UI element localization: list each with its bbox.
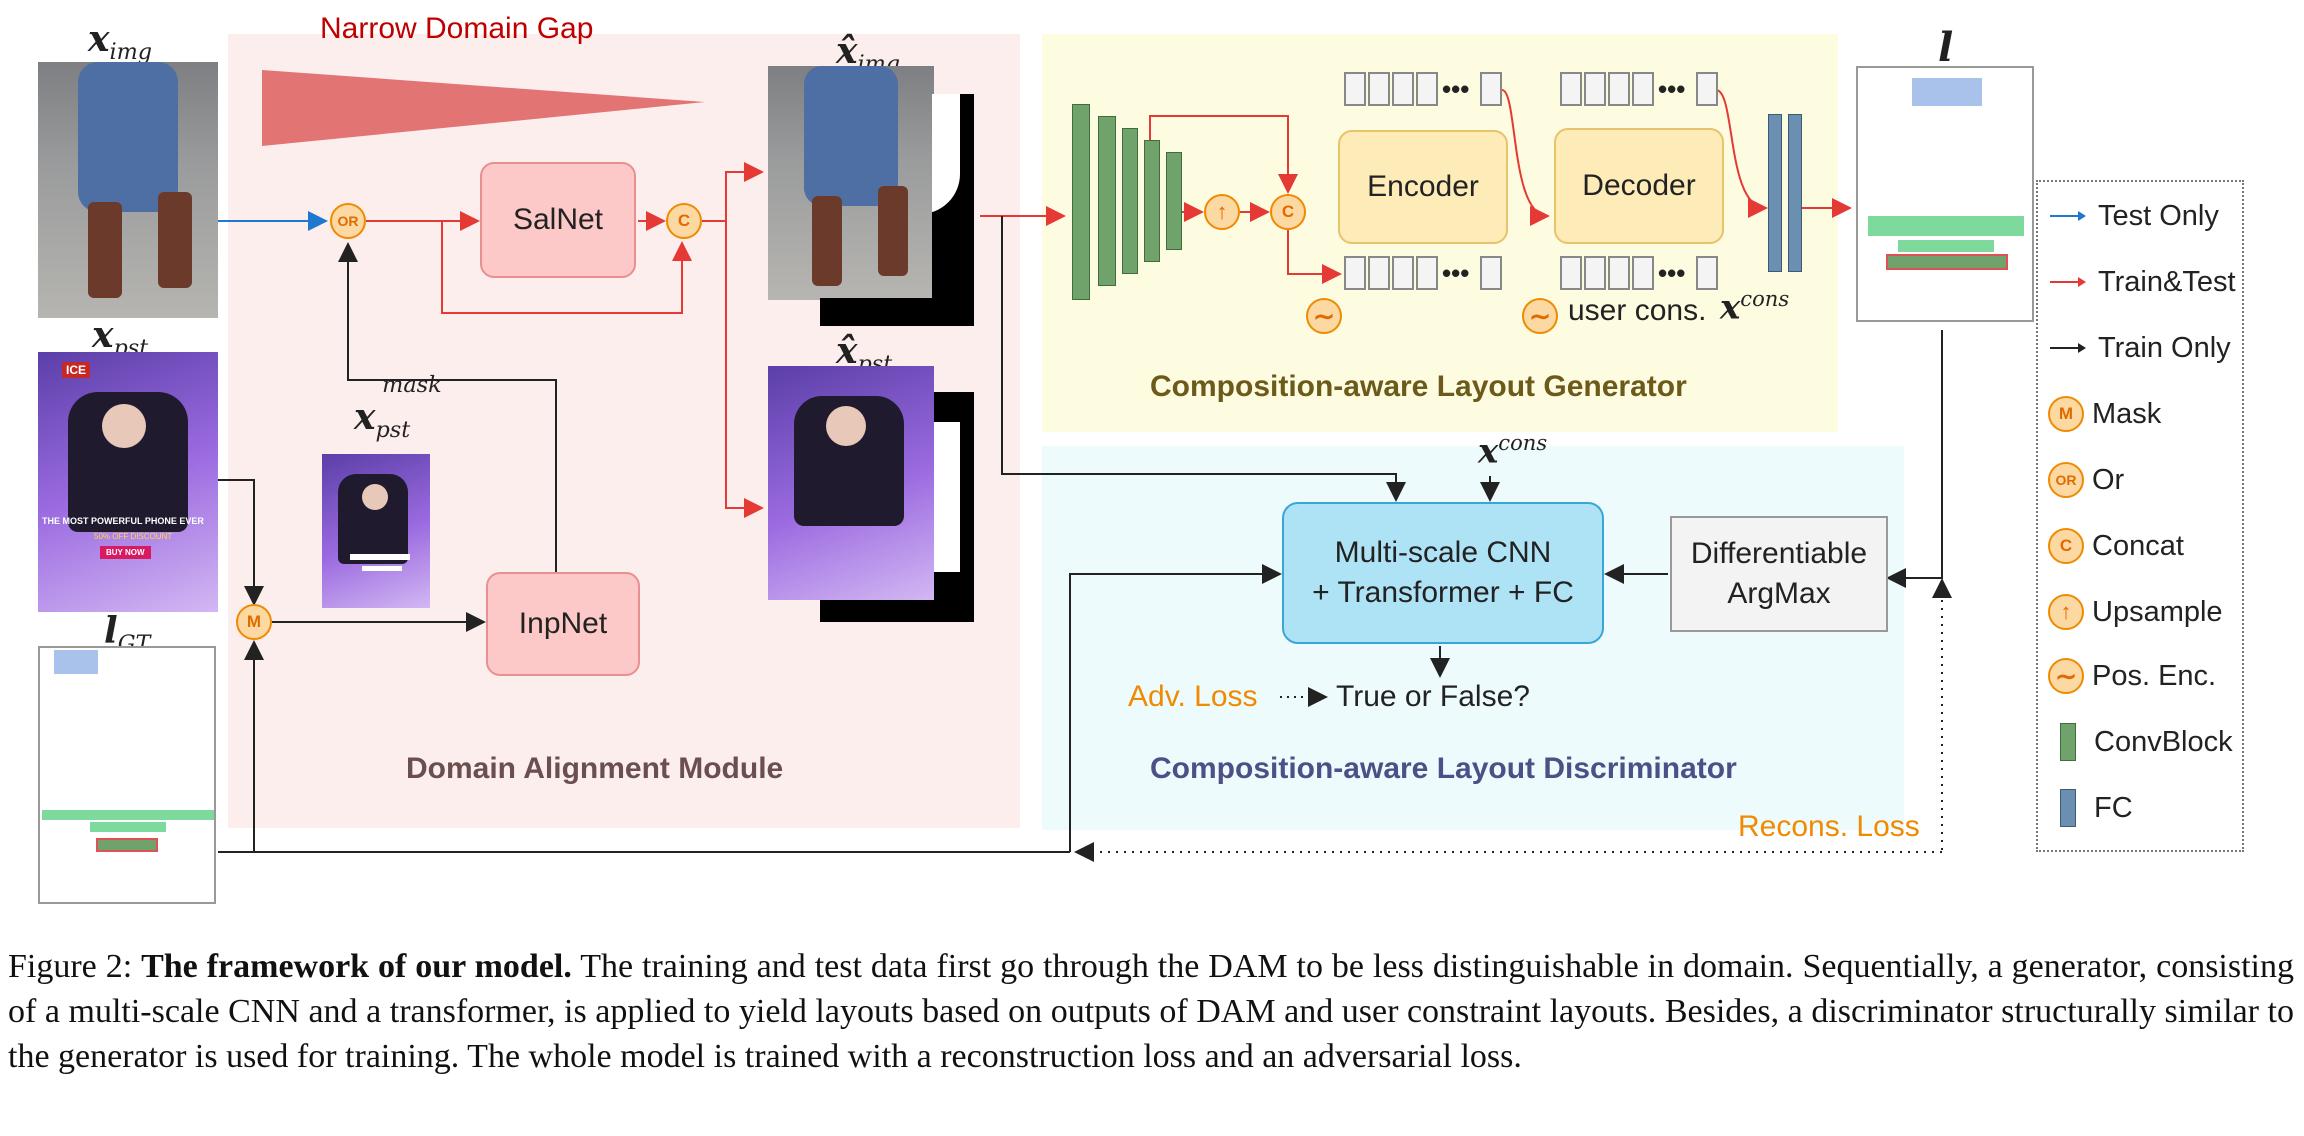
poster-headline: THE MOST POWERFUL PHONE EVER — [42, 516, 204, 526]
caption-body: The training and test data first go thro… — [8, 948, 2295, 1075]
generator-convblock-4 — [1144, 140, 1160, 262]
discriminator-block: Multi-scale CNN + Transformer + FC — [1282, 502, 1604, 644]
concat-operator-icon: C — [666, 203, 702, 239]
dam-region-title: Domain Alignment Module — [406, 752, 784, 785]
fc-icon — [2060, 789, 2076, 827]
or-op-icon: OR — [2048, 462, 2084, 498]
or-operator-icon: OR — [330, 203, 366, 239]
reconstruction-loss-label: Recons. Loss — [1738, 810, 1920, 843]
connector-arrows — [218, 70, 1952, 862]
blue-arrow-icon — [2050, 211, 2086, 221]
legend-train-test: Train&Test — [2048, 262, 2236, 302]
decoder-block: Decoder — [1554, 128, 1724, 244]
generator-convblock-5 — [1166, 152, 1182, 250]
input-image-photo — [38, 62, 218, 318]
legend-mask: M Mask — [2048, 394, 2161, 434]
user-cons-positional-encoding-icon: ∼ — [1522, 298, 1558, 334]
discriminator-line2: + Transformer + FC — [1312, 576, 1574, 609]
encoder-input-tokens: ••• — [1344, 256, 1504, 292]
adversarial-loss-label: Adv. Loss — [1128, 680, 1258, 713]
legend-fc: FC — [2048, 788, 2133, 828]
legend-train-only: Train Only — [2048, 328, 2231, 368]
caption-label: Figure 2: — [8, 948, 133, 985]
generator-convblock-1 — [1072, 104, 1090, 300]
x-img-label: ximg — [88, 18, 153, 66]
aligned-poster-photo — [768, 366, 934, 600]
positional-encoding-legend-icon: ∼ — [2048, 658, 2084, 694]
caption-title: The framework of our model. — [141, 948, 572, 985]
legend-convblock: ConvBlock — [2048, 722, 2233, 762]
mask-op-icon: M — [2048, 396, 2084, 432]
layout-output-label: l — [1938, 24, 1954, 71]
discriminator-region-title: Composition-aware Layout Discriminator — [1150, 752, 1737, 785]
generator-fc-1 — [1768, 114, 1782, 272]
salnet-block: SalNet — [480, 162, 636, 278]
generated-layout — [1856, 66, 2034, 322]
aligned-image-photo-front — [768, 66, 932, 298]
decoder-output-tokens: ••• — [1560, 72, 1720, 108]
upsample-op-icon: ↑ — [2048, 594, 2084, 630]
generator-convblock-3 — [1122, 128, 1138, 274]
figure-caption: Figure 2: The framework of our model. Th… — [8, 944, 2294, 1079]
black-arrow-icon — [2050, 343, 2086, 353]
legend-positional-encoding: ∼ Pos. Enc. — [2048, 656, 2216, 696]
user-constraint-tokens: ••• — [1560, 256, 1720, 292]
generator-region-title: Composition-aware Layout Generator — [1150, 370, 1687, 403]
discriminator-line1: Multi-scale CNN — [1334, 536, 1552, 569]
domain-gap-banner-arrow — [262, 70, 705, 146]
legend-concat: C Concat — [2048, 526, 2184, 566]
poster-logo: ICE — [62, 362, 91, 378]
generator-convblock-2 — [1098, 116, 1116, 286]
input-poster-photo: ICE THE MOST POWERFUL PHONE EVER 50% OFF… — [38, 352, 218, 612]
convblock-icon — [2060, 723, 2076, 761]
mask-operator-icon: M — [236, 604, 272, 640]
argmax-line1: Differentiable — [1690, 537, 1868, 570]
generator-fc-2 — [1788, 114, 1802, 272]
legend-upsample: ↑ Upsample — [2048, 592, 2223, 632]
legend-or: OR Or — [2048, 460, 2124, 500]
encoder-output-tokens: ••• — [1344, 72, 1504, 108]
inpnet-block: InpNet — [486, 572, 640, 676]
concat-op-icon: C — [2048, 528, 2084, 564]
argmax-line2: ArgMax — [1727, 577, 1831, 610]
generator-concat-icon: C — [1270, 194, 1306, 230]
encoder-block: Encoder — [1338, 130, 1508, 244]
poster-subline: 50% OFF DISCOUNT — [94, 532, 173, 541]
domain-gap-label: Narrow Domain Gap — [320, 12, 594, 45]
positional-encoding-icon: ∼ — [1306, 298, 1342, 334]
x-cons-generator-label: xcons — [1720, 286, 1790, 328]
x-cons-discriminator-label: xcons — [1478, 430, 1548, 472]
true-or-false-label: True or False? — [1336, 680, 1530, 713]
masked-poster-photo — [322, 454, 430, 608]
differentiable-argmax-block: Differentiable ArgMax — [1670, 516, 1888, 632]
legend-test-only: Test Only — [2048, 196, 2219, 236]
legend-panel — [2036, 180, 2244, 852]
poster-cta: BUY NOW — [100, 546, 151, 559]
generator-upsample-icon: ↑ — [1204, 194, 1240, 230]
red-arrow-icon — [2050, 277, 2086, 287]
x-pst-mask-label: xpstmask — [354, 372, 442, 444]
user-cons-label: user cons. — [1568, 294, 1707, 327]
ground-truth-layout — [38, 646, 216, 904]
